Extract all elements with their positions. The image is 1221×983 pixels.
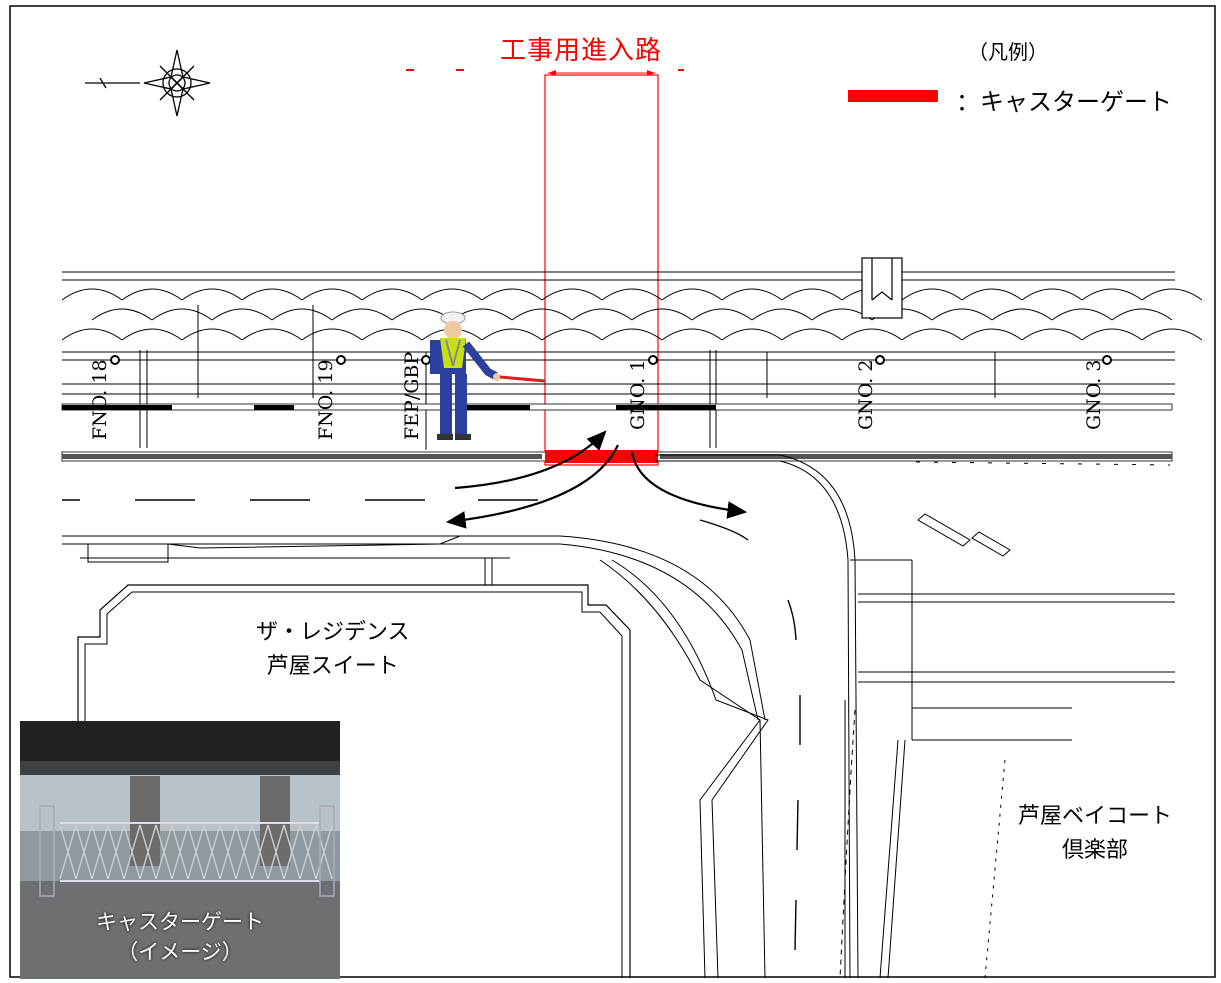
- residence-outline: [77, 584, 631, 978]
- caster-gate-photo: キャスターゲート （イメージ）: [20, 721, 340, 979]
- pole-label: FNO. 19: [315, 359, 337, 440]
- right-blocks: [839, 461, 1175, 979]
- photo-caption: キャスターゲート （イメージ）: [20, 907, 340, 967]
- pole-labels: FNO. 18 FNO. 19 FEP/GBP GNO. 1 GNO. 2 GN…: [89, 352, 1105, 440]
- upper-road-lines: [62, 271, 1175, 395]
- legend-heading: （凡例）: [968, 40, 1048, 64]
- access-road-title: 工事用進入路: [500, 36, 663, 66]
- legend-item-label: ：キャスターゲート: [956, 88, 1172, 116]
- pole-label: GNO. 1: [627, 360, 649, 430]
- residence-label: ザ・レジデンス 芦屋スイート: [256, 616, 410, 684]
- pole-label: FNO. 18: [89, 359, 111, 440]
- bay-court-line2: 倶楽部: [1062, 838, 1129, 863]
- pole-label: GNO. 3: [1083, 360, 1105, 430]
- access-road-outline: [544, 74, 659, 466]
- pier-structure: [861, 257, 903, 319]
- caster-gate-photo-image: [20, 721, 340, 979]
- bay-court-line1: 芦屋ベイコート: [1018, 804, 1173, 829]
- photo-caption-line1: キャスターゲート: [96, 910, 264, 934]
- caster-gate-bar: [545, 450, 658, 463]
- pole-markers: [110, 355, 1112, 365]
- legend-swatch: [848, 90, 938, 102]
- residence-name-line2: 芦屋スイート: [266, 654, 399, 679]
- photo-caption-line2: （イメージ）: [117, 940, 243, 964]
- pole-lines: [139, 305, 996, 450]
- pole-label: FEP/GBP: [401, 352, 423, 440]
- bay-court-label: 芦屋ベイコート 倶楽部: [1018, 800, 1172, 868]
- embankment-pattern: [61, 288, 1203, 341]
- flagman-icon: [430, 311, 546, 440]
- residence-name-line1: ザ・レジデンス: [256, 620, 410, 645]
- map-border: [9, 5, 1216, 978]
- pole-label: GNO. 2: [855, 360, 877, 430]
- traffic-arrows: [445, 430, 748, 529]
- north-arrow-icon: [85, 49, 211, 117]
